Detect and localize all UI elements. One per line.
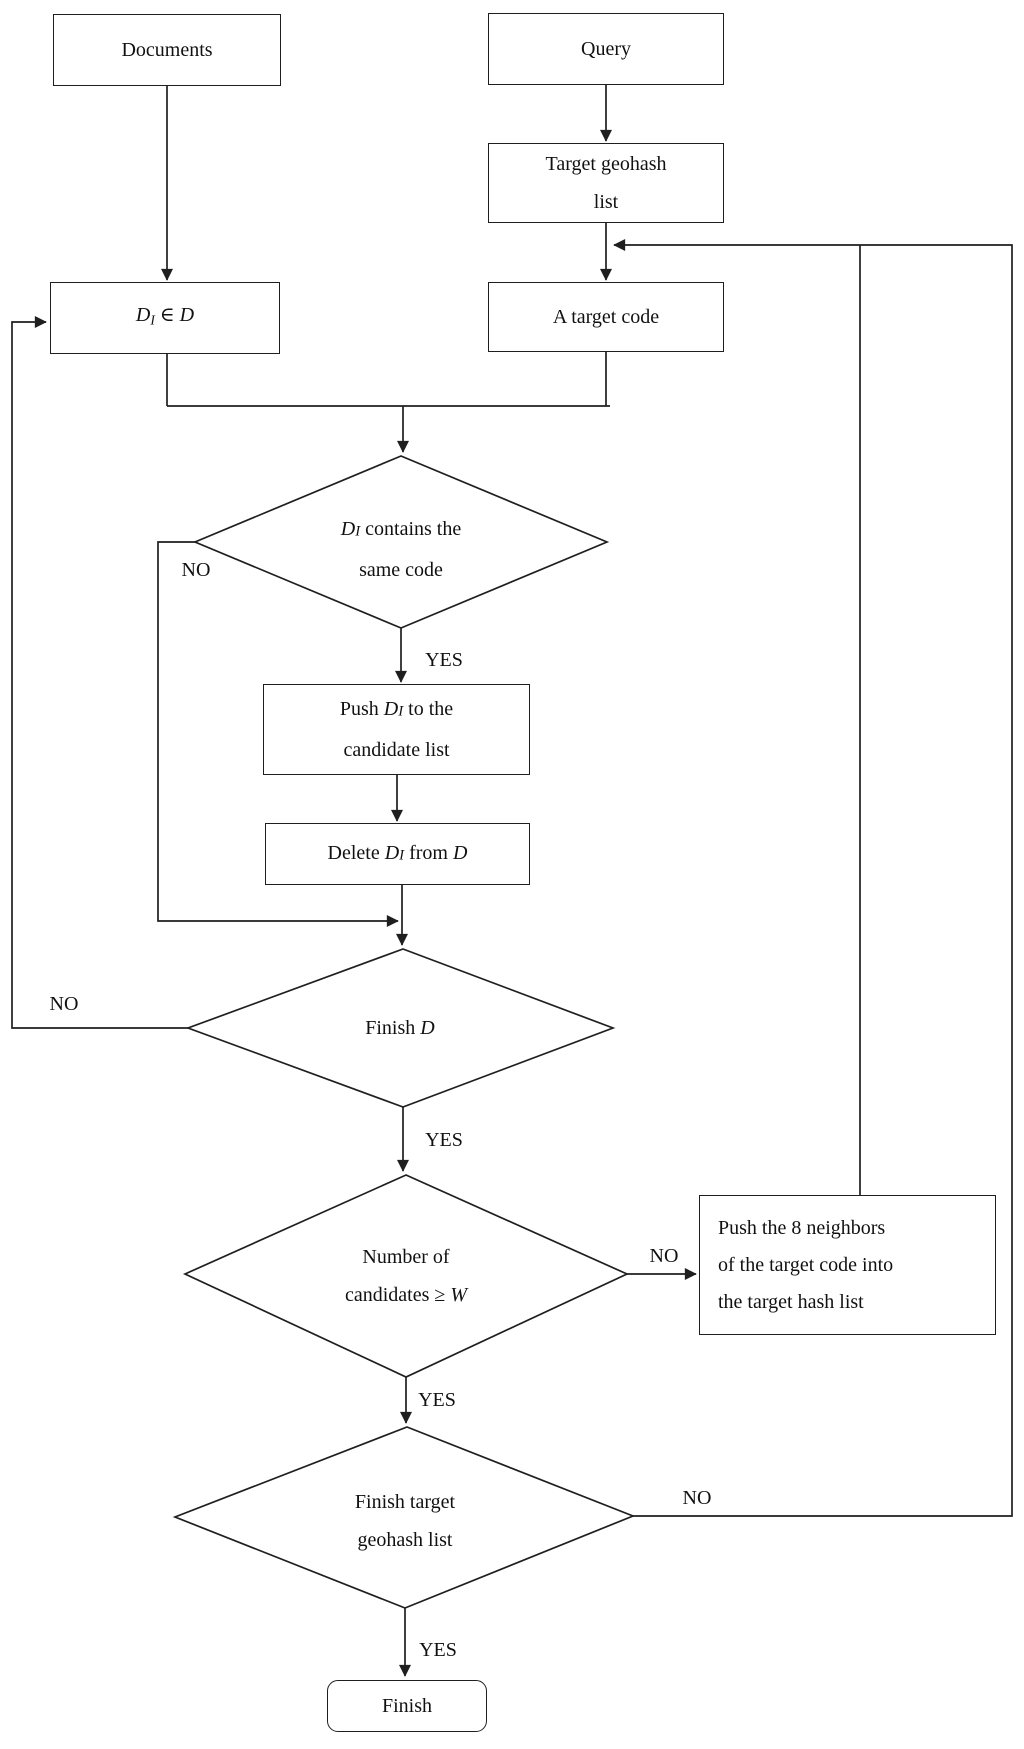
candidates-decision-diamond xyxy=(182,1174,630,1378)
edge-label-candidates-yes: YES xyxy=(418,1389,456,1411)
finish-terminal: Finish xyxy=(327,1680,487,1732)
finish-terminal-label: Finish xyxy=(381,1695,433,1717)
delete-di-box: Delete DI from D xyxy=(265,823,530,885)
push-neighbors-line2: of the target code into xyxy=(718,1253,894,1276)
edge-label-finish-target-no: NO xyxy=(682,1487,712,1509)
push-neighbors-box: Push the 8 neighbors of the target code … xyxy=(699,1195,996,1335)
edge-label-finish-target-yes: YES xyxy=(419,1639,457,1661)
edge-label-finish-d-no: NO xyxy=(49,993,79,1015)
documents-label: Documents xyxy=(121,39,213,61)
target-geohash-list-line1: Target geohash xyxy=(545,153,667,175)
edge-label-candidates-no: NO xyxy=(649,1245,679,1267)
push-candidate-line2: candidate list xyxy=(343,738,450,761)
finish-d-decision-label: Finish D xyxy=(365,1017,435,1039)
candidates-decision-label: Number of candidates ≥ W xyxy=(344,1246,468,1306)
delete-di-label: Delete DI from D xyxy=(327,841,468,864)
target-geohash-list-box: Target geohash list xyxy=(488,143,724,223)
push-neighbors-line1: Push the 8 neighbors xyxy=(718,1216,886,1239)
edge-label-contains-yes: YES xyxy=(425,649,463,671)
finish-d-decision-diamond xyxy=(185,948,616,1108)
contains-decision-diamond xyxy=(192,455,610,629)
query-label: Query xyxy=(581,38,631,60)
edge-label-finish-d-yes: YES xyxy=(425,1129,463,1151)
a-target-code-box: A target code xyxy=(488,282,724,352)
query-box: Query xyxy=(488,13,724,85)
edge-label-contains-no: NO xyxy=(181,559,211,581)
push-candidate-box: Push DI to the candidate list xyxy=(263,684,530,775)
arrow-finish-d-no-loop xyxy=(11,316,188,1029)
push-neighbors-line3: the target hash list xyxy=(718,1290,864,1313)
documents-box: Documents xyxy=(53,14,281,86)
contains-decision-label: DI contains the same code xyxy=(340,518,462,581)
a-target-code-label: A target code xyxy=(552,306,660,328)
di-element-box: DI ∈ D xyxy=(50,282,280,354)
finish-target-decision-label: Finish target geohash list xyxy=(354,1491,456,1551)
target-geohash-list-line2: list xyxy=(593,191,619,213)
arrow-contains-no-loop xyxy=(157,541,399,927)
arrow-finish-target-no-loop xyxy=(613,239,1013,1517)
finish-target-decision-diamond xyxy=(172,1426,636,1609)
push-candidate-line1: Push DI to the xyxy=(339,698,454,721)
di-element-label: DI ∈ D xyxy=(135,304,195,328)
